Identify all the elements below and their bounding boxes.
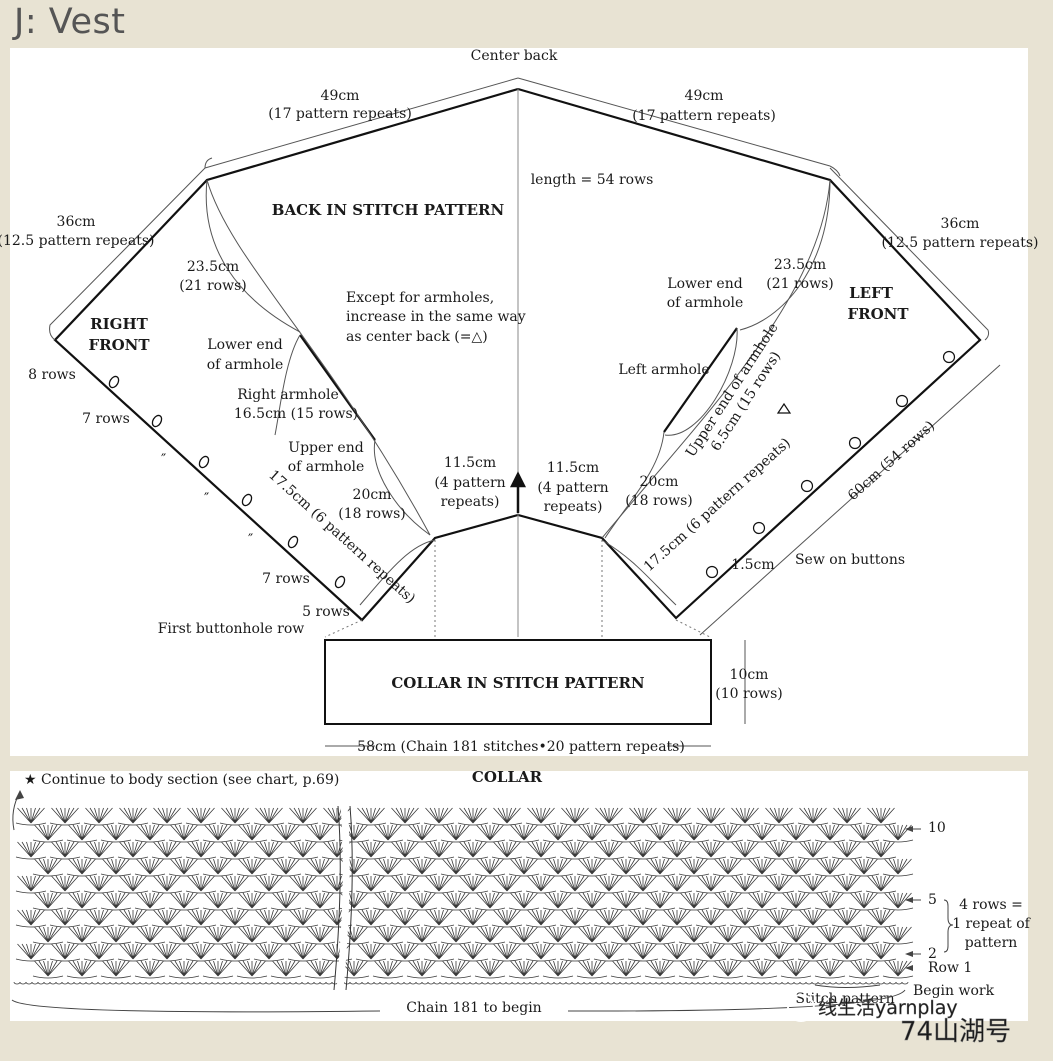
armhole-note-2: increase in the same way: [346, 309, 526, 325]
left-23-cm: 23.5cm: [187, 259, 239, 275]
left-armhole-edge: [663, 327, 738, 433]
repeat-note-3: pattern: [965, 935, 1018, 951]
shoulder-left-cm: 49cm: [321, 88, 360, 104]
shoulder-right-cm: 49cm: [685, 88, 724, 104]
increase-triangle: [776, 402, 792, 414]
left-front-l1: LEFT: [849, 284, 894, 302]
stitch-pattern-label: Stitch pattern: [795, 991, 894, 1007]
neck-right-2: (4 pattern: [537, 480, 608, 496]
chain-begin: Chain 181 to begin: [406, 1000, 541, 1016]
side-right-repeats: (12.5 pattern repeats): [882, 235, 1039, 251]
upper-end-r-1: Upper end of armhole: [683, 320, 782, 460]
upper-end-l-1: Upper end: [288, 440, 363, 456]
shoulder-right-repeats: (17 pattern repeats): [632, 108, 776, 124]
chart-labels: ★ Continue to body section (see chart, p…: [24, 768, 1032, 1016]
side-right-cm: 36cm: [941, 216, 980, 232]
left-armhole: Left armhole: [618, 362, 709, 378]
wechat-icon: [787, 994, 815, 1022]
page-title: J: Vest: [14, 2, 126, 42]
collar-chart-panel: [10, 771, 1028, 1021]
armhole-note-1: Except for armholes,: [346, 290, 494, 306]
repeat-note-1: 4 rows =: [959, 897, 1023, 913]
row-10: 10: [928, 820, 946, 836]
collar-label: COLLAR IN STITCH PATTERN: [391, 674, 645, 692]
repeat-note-2: 1 repeat of: [952, 916, 1031, 932]
collar-chart-title: COLLAR: [472, 768, 543, 786]
right-23-cm: 23.5cm: [774, 257, 826, 273]
left-front-l2: FRONT: [847, 305, 909, 323]
collar-rect: [324, 639, 712, 725]
begin-work: Begin work: [913, 983, 995, 999]
side-left-repeats: (12.5 pattern repeats): [0, 233, 154, 249]
lower-end-l-1: Lower end: [207, 337, 282, 353]
star-note: ★ Continue to body section (see chart, p…: [24, 772, 339, 788]
neck-left-1: 11.5cm: [444, 455, 496, 471]
rows-8: 8 rows: [28, 367, 76, 383]
twenty-l-2: (18 rows): [338, 506, 405, 522]
ditto-2: ″: [204, 491, 209, 507]
lower-end-r-1: Lower end: [667, 276, 742, 292]
front-length: 60cm (54 rows): [845, 418, 938, 504]
buttonholes: [108, 375, 346, 589]
stitch-chart-grid: [13, 807, 914, 985]
watermark-site: 74山湖号: [900, 1017, 1011, 1047]
schematic-panel: [10, 48, 1028, 756]
watermark: 线生活yarnplay 74山湖号: [787, 994, 1011, 1047]
left-23-rows: (21 rows): [179, 278, 246, 294]
right-armhole-1: Right armhole: [237, 387, 339, 403]
watermark-text: 线生活yarnplay: [818, 997, 958, 1019]
right-armhole-2: 16.5cm (15 rows): [234, 406, 358, 422]
neck-left-2: (4 pattern: [434, 475, 505, 491]
ditto-1: ″: [161, 452, 166, 468]
chart-break-edge: [333, 805, 341, 991]
right-front-l2: FRONT: [88, 336, 150, 354]
dotted-guides: [324, 540, 711, 638]
buttons: [705, 350, 956, 579]
rows-5: 5 rows: [302, 604, 350, 620]
first-buttonhole-row: First buttonhole row: [158, 621, 305, 637]
collar-height-cm: 10cm: [730, 667, 769, 683]
dimension-lines: [49, 77, 1001, 747]
twenty-r-1: 20cm: [640, 474, 679, 490]
row-5: 5: [928, 892, 937, 908]
collar-height-rows: (10 rows): [715, 686, 782, 702]
neck-right-3: repeats): [544, 499, 603, 515]
upper-end-l-2: of armhole: [288, 459, 365, 475]
shoulder-left-repeats: (17 pattern repeats): [268, 106, 412, 122]
ditto-3: ″: [248, 532, 253, 548]
armhole-note-3: as center back (=△): [346, 329, 488, 345]
row-1: Row 1: [928, 960, 972, 976]
chart-break-edge-2: [345, 805, 353, 991]
neck-left-3: repeats): [441, 494, 500, 510]
twenty-r-2: (18 rows): [625, 493, 692, 509]
neck-right-1: 11.5cm: [547, 460, 599, 476]
button-gap: 1.5cm: [731, 557, 774, 573]
length-label: length = 54 rows: [531, 172, 654, 188]
chart-break-line: [336, 805, 350, 991]
sew-on-buttons: Sew on buttons: [795, 552, 905, 568]
row-2: 2: [928, 946, 937, 962]
lower-end-l-2: of armhole: [207, 357, 284, 373]
rows-7b: 7 rows: [262, 571, 310, 587]
chart-row-arrows: [15, 790, 913, 971]
twenty-l-1: 20cm: [353, 487, 392, 503]
lower-end-r-2: of armhole: [667, 295, 744, 311]
right-23-rows: (21 rows): [766, 276, 833, 292]
right-front-l1: RIGHT: [90, 315, 148, 333]
stitch-symbols: [13, 807, 914, 985]
center-back-label: Center back: [471, 48, 558, 64]
rows-7a: 7 rows: [82, 411, 130, 427]
collar-width: 58cm (Chain 181 stitches•20 pattern repe…: [357, 739, 685, 755]
side-left-cm: 36cm: [57, 214, 96, 230]
back-label: BACK IN STITCH PATTERN: [272, 201, 505, 219]
